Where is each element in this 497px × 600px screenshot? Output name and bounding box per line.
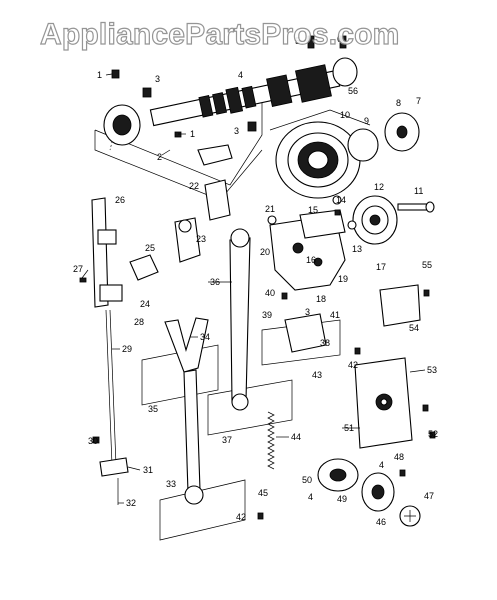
lower-right-assembly [284, 284, 421, 527]
callout-1: 1 [97, 70, 102, 80]
callout-47: 47 [424, 491, 434, 501]
callout-6: 6 [337, 34, 342, 44]
callout-3c: 3 [305, 307, 310, 317]
callout-4b: 4 [379, 460, 384, 470]
callout-33: 33 [166, 479, 176, 489]
callout-10: 10 [340, 110, 350, 120]
callout-21: 21 [265, 204, 275, 214]
fork-lever [164, 317, 209, 505]
main-shaft-assembly [103, 35, 358, 146]
callout-40: 40 [265, 288, 275, 298]
callout-11: 11 [414, 186, 423, 196]
callout-52: 52 [428, 429, 438, 439]
callout-31: 31 [143, 465, 153, 475]
callout-55: 55 [422, 260, 432, 270]
callout-28: 28 [134, 317, 144, 327]
callout-23: 23 [196, 234, 206, 244]
callout-4c: 4 [308, 492, 313, 502]
connecting-rod [229, 228, 251, 411]
callout-41: 41 [330, 310, 340, 320]
callout-37: 37 [222, 435, 232, 445]
callout-42b: 42 [236, 512, 246, 522]
callout-17: 17 [376, 262, 386, 272]
callout-18: 18 [316, 294, 326, 304]
callout-35: 35 [148, 404, 158, 414]
callout-3: 3 [155, 74, 160, 84]
callout-22: 22 [189, 181, 199, 191]
pulley-group [275, 112, 435, 245]
callout-53: 53 [427, 365, 437, 375]
callout-3b: 3 [234, 126, 239, 136]
callout-42: 42 [348, 360, 358, 370]
callout-45: 45 [258, 488, 268, 498]
tension-spring [267, 411, 275, 470]
callout-29: 29 [122, 344, 132, 354]
callout-8: 8 [396, 98, 401, 108]
left-linkage [91, 197, 159, 505]
callout-48: 48 [394, 452, 404, 462]
callout-labels: 1 1 2 3 3 3 4 4 4 5 6 7 8 9 10 11 12 13 … [73, 34, 438, 527]
callout-15: 15 [308, 205, 318, 215]
callout-20: 20 [260, 247, 270, 257]
callout-5: 5 [295, 36, 300, 46]
screws [79, 131, 436, 520]
callout-38: 38 [320, 338, 330, 348]
callout-50: 50 [302, 475, 312, 485]
callout-25: 25 [145, 243, 155, 253]
callout-27: 27 [73, 264, 83, 274]
callout-30: 30 [88, 436, 98, 446]
callout-1b: 1 [190, 129, 195, 139]
bracket-plate-assembly [267, 195, 357, 291]
callout-54: 54 [409, 323, 419, 333]
callout-13: 13 [352, 244, 362, 254]
callout-32: 32 [126, 498, 136, 508]
callout-24: 24 [140, 299, 150, 309]
crank-and-link [174, 144, 233, 263]
callout-16: 16 [306, 255, 316, 265]
callout-2: 2 [157, 152, 162, 162]
callout-26: 26 [115, 195, 125, 205]
callout-39: 39 [262, 310, 272, 320]
callout-9: 9 [364, 116, 369, 126]
callout-7: 7 [416, 96, 421, 106]
callout-43: 43 [312, 370, 322, 380]
callout-34: 34 [200, 332, 210, 342]
leader-lines [81, 40, 426, 504]
callout-46: 46 [376, 517, 386, 527]
callout-4: 4 [238, 70, 243, 80]
callout-49: 49 [337, 494, 347, 504]
callout-14: 14 [336, 195, 346, 205]
callout-44: 44 [291, 432, 301, 442]
callout-19: 19 [338, 274, 348, 284]
callout-56: 56 [348, 86, 358, 96]
callout-12: 12 [374, 182, 384, 192]
